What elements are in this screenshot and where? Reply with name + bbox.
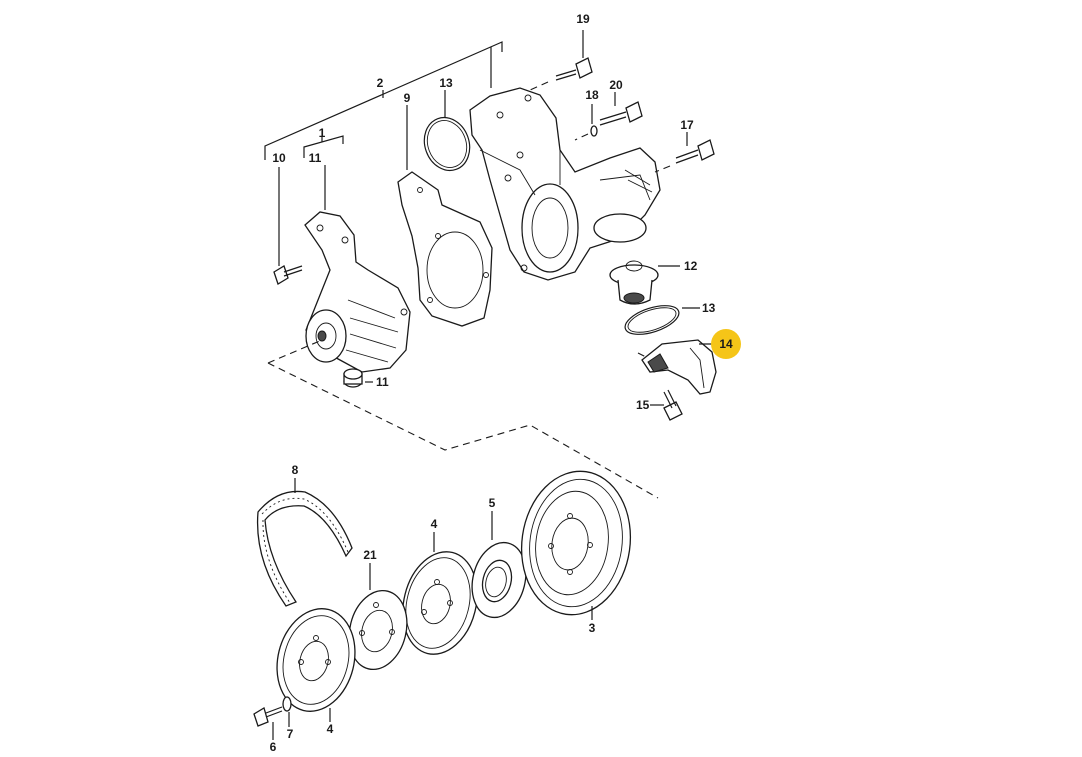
bolt-20: [599, 92, 643, 126]
label-3[interactable]: 3: [589, 621, 596, 635]
pulley-4-lower: [276, 608, 356, 722]
label-11-lower[interactable]: 11: [376, 375, 389, 389]
label-18[interactable]: 18: [585, 88, 599, 102]
label-8[interactable]: 8: [292, 463, 299, 477]
bolt-10: [273, 167, 303, 285]
thermostat-12: [609, 260, 680, 305]
pump-housing: [469, 87, 661, 281]
washer-7: [282, 696, 292, 727]
label-4-lower[interactable]: 4: [327, 722, 334, 736]
dashed-parting-line: [267, 339, 659, 499]
label-6[interactable]: 6: [270, 740, 277, 754]
water-pump-1: [304, 165, 411, 373]
pulley-4-upper: [402, 532, 478, 655]
bolt-6: [253, 706, 283, 740]
group-bracket-1: [303, 135, 344, 158]
label-11-upper[interactable]: 11: [309, 151, 322, 165]
o-ring-13-lower: [624, 305, 700, 335]
label-5[interactable]: 5: [489, 496, 496, 510]
group-bracket-2: [264, 41, 503, 160]
label-17[interactable]: 17: [680, 118, 694, 132]
label-21[interactable]: 21: [363, 548, 377, 562]
bolt-19: [529, 30, 593, 91]
pulley-3: [520, 470, 632, 620]
label-13-lower[interactable]: 13: [702, 301, 716, 315]
label-19[interactable]: 19: [576, 12, 590, 26]
label-7[interactable]: 7: [287, 727, 294, 741]
thermostat-cover-14: [637, 339, 718, 395]
hub-5: [471, 511, 527, 619]
label-9[interactable]: 9: [404, 91, 411, 105]
label-10[interactable]: 10: [272, 151, 286, 165]
label-14[interactable]: 14: [719, 337, 733, 351]
label-4-upper[interactable]: 4: [431, 517, 438, 531]
bolt-15: [650, 389, 683, 421]
bolt-17: [654, 132, 715, 173]
label-12[interactable]: 12: [684, 259, 698, 273]
highlight-marker-14[interactable]: [711, 329, 741, 359]
plug-11: [343, 368, 373, 388]
label-2[interactable]: 2: [377, 76, 384, 90]
label-20[interactable]: 20: [609, 78, 623, 92]
label-13-upper[interactable]: 13: [439, 76, 453, 90]
washer-18: [574, 104, 598, 141]
o-ring-13-upper: [423, 90, 471, 172]
label-1[interactable]: 1: [319, 126, 326, 140]
spacer-21: [348, 563, 408, 671]
v-belt-8: [256, 478, 353, 607]
gasket-9: [397, 105, 493, 327]
label-15[interactable]: 15: [636, 398, 650, 412]
